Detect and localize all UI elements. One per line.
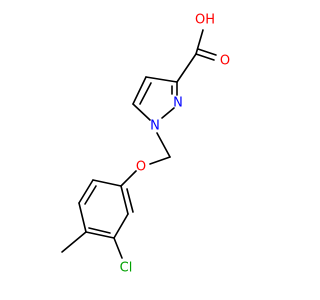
bond-c5-n1 [132,103,151,121]
bond-c-o-double-b [197,48,217,56]
bond-c4-c5-b [139,82,152,105]
bond-ar5-ar6-inner [84,185,97,205]
bond-n1-n2 [161,107,175,119]
bond-ar6-ar1 [92,179,122,187]
bond-ar3-ar4-inner [88,227,111,234]
bond-ar4-ar5 [78,202,87,233]
atom-chlorine: Cl [120,261,133,276]
molecule-structure: OH O N N O Cl [61,13,230,276]
bond-c3-c4 [145,76,178,83]
atom-carbonyl-oxygen: O [220,54,230,69]
bond-layer [61,29,217,259]
atom-label-layer: OH O N N O Cl [120,13,230,276]
bond-methyl [61,231,87,253]
bond-ar1-ar2-inner [126,188,134,213]
bond-ar5-ar6 [78,179,94,204]
bond-c-oh [195,29,204,55]
atom-hydroxyl: OH [195,13,215,28]
bond-ar1-ar2 [120,185,129,215]
atom-nitrogen-2: N [173,96,183,111]
bond-ar2-ar3 [113,213,129,239]
bond-ar-cl [113,237,123,259]
bond-ar3-ar4 [85,231,115,239]
atom-nitrogen-1: N [150,119,160,134]
bond-c-o-double-a [195,53,215,61]
molecule-canvas: OH O N N O Cl [61,12,231,276]
atom-ether-oxygen: O [136,160,146,175]
bond-acid-to-ring [176,53,197,83]
bond-o-aryl [120,170,137,187]
bond-c4-c5-a [132,76,147,105]
bond-ch2-o [149,156,171,165]
bond-n1-ch2 [156,132,171,158]
